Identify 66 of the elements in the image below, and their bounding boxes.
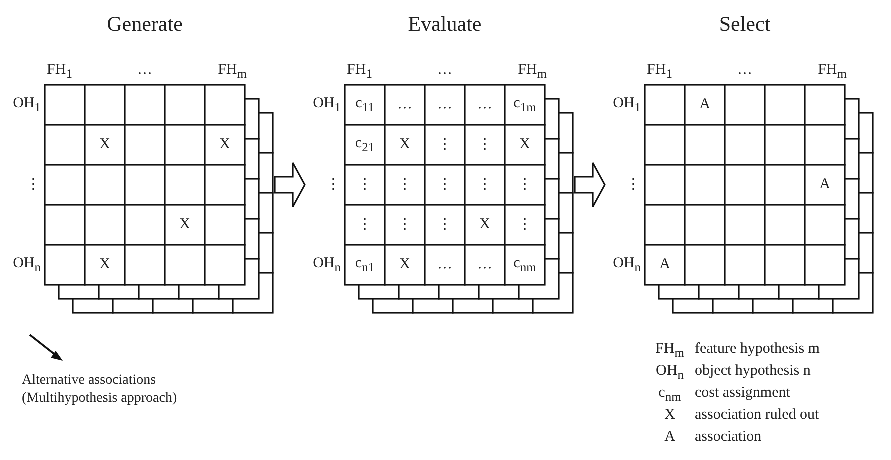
legend-description: association [695, 430, 762, 445]
matrix-entry: … [398, 98, 412, 112]
block-arrow [574, 162, 606, 208]
matrix-entry: X [100, 258, 110, 272]
matrix-entry: A [820, 178, 830, 192]
matrix-entry: … [478, 258, 492, 272]
matrix-entry: ⋮ [478, 138, 492, 152]
matrix-entry: ⋮ [518, 178, 532, 192]
matrix-entry: ⋮ [478, 178, 492, 192]
matrix-entry: ⋮ [438, 218, 452, 232]
legend-description: cost assignment [695, 386, 790, 401]
legend-symbol: c$_{nm}$ [658, 386, 682, 404]
row-header: ⋮ [326, 178, 341, 192]
matrix-entry: ⋮ [438, 138, 452, 152]
legend-symbol: X [664, 408, 676, 423]
matrix-entry: … [438, 258, 452, 272]
matrix-entry: X [480, 218, 490, 232]
column-header: FH$_{m}$ [518, 63, 547, 80]
matrix-entry: c$_{11}$ [356, 96, 374, 114]
column-header: … [738, 63, 752, 78]
matrix-entry: A [660, 258, 670, 272]
matrix-entry: ⋮ [358, 218, 372, 232]
row-header: OH$_{n}$ [613, 256, 641, 274]
matrix-entry: ⋮ [358, 178, 372, 192]
matrix-entry: X [220, 138, 230, 152]
matrix-entry: X [400, 258, 410, 272]
legend-description: feature hypothesis m [695, 342, 820, 357]
matrix-entry: c$_{nm}$ [514, 256, 536, 274]
legend-symbol: OH$_{n}$ [656, 364, 684, 382]
block-arrow [274, 162, 306, 208]
matrix-entry: c$_{1m}$ [514, 96, 536, 114]
matrix-entry: ⋮ [398, 218, 412, 232]
column-header: FH$_{m}$ [218, 63, 247, 80]
matrix-entry: c$_{n1}$ [355, 256, 375, 274]
matrix-entry: c$_{21}$ [355, 136, 375, 154]
panel-heading: Generate [107, 14, 183, 35]
row-header: OH$_{1}$ [613, 96, 641, 114]
legend-description: object hypothesis n [695, 364, 811, 379]
panel-heading: Select [719, 14, 771, 35]
matrix-entry: X [520, 138, 530, 152]
row-header: OH$_{1}$ [313, 96, 341, 114]
matrix-entry: ⋮ [438, 178, 452, 192]
column-header: … [438, 63, 452, 78]
row-header: OH$_{n}$ [313, 256, 341, 274]
matrix-entry: ⋮ [518, 218, 532, 232]
row-header: ⋮ [26, 178, 41, 192]
column-header: FH$_{m}$ [818, 63, 847, 80]
panel-heading: Evaluate [408, 14, 482, 35]
row-header: OH$_{1}$ [13, 96, 41, 114]
column-header: FH$_{1}$ [347, 63, 372, 80]
column-header: … [138, 63, 152, 78]
matrix-entry: X [100, 138, 110, 152]
matrix-entry: … [438, 98, 452, 112]
matrix-entry: … [478, 98, 492, 112]
legend-symbol: A [664, 430, 676, 445]
matrix-entry: X [400, 138, 410, 152]
legend-description: association ruled out [695, 408, 820, 423]
matrix-entry: ⋮ [398, 178, 412, 192]
row-header: ⋮ [626, 178, 641, 192]
matrix-entry: X [180, 218, 190, 232]
column-header: FH$_{1}$ [47, 63, 72, 80]
row-header: OH$_{n}$ [13, 256, 41, 274]
matrix-entry: A [700, 98, 710, 112]
column-header: FH$_{1}$ [647, 63, 672, 80]
note-text: Alternative associations (Multihypothesis approach) [22, 372, 178, 408]
legend-symbol: FH$_{m}$ [656, 342, 684, 360]
